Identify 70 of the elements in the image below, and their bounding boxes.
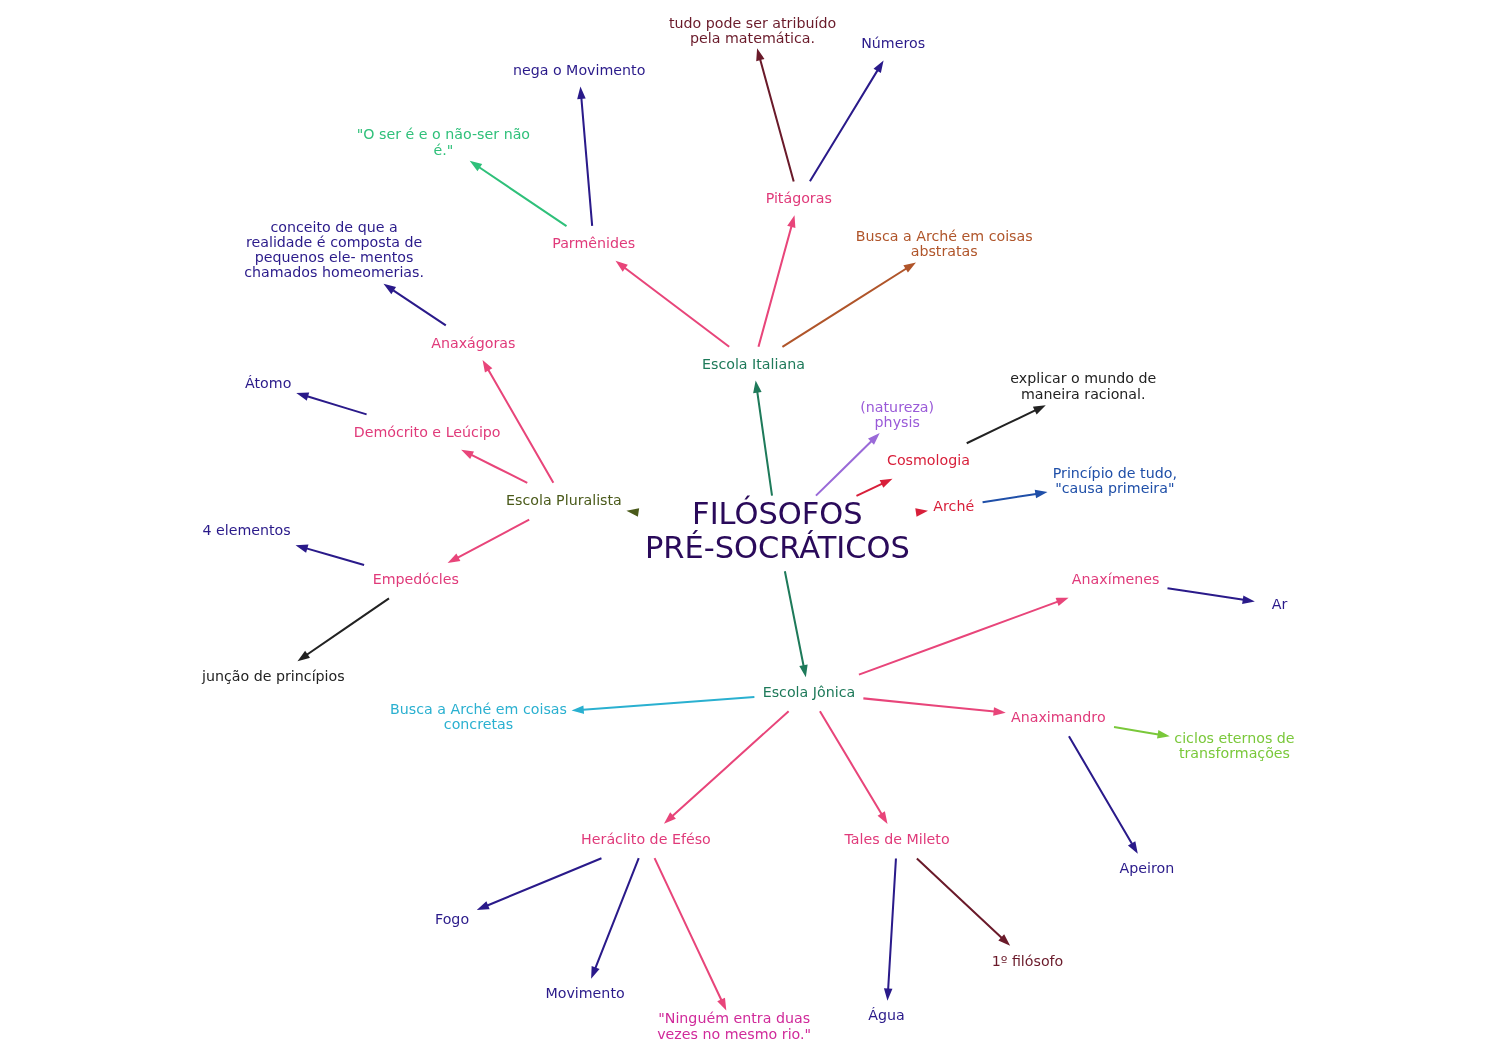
node-text: Números (860, 35, 925, 52)
node-text: Arché (932, 497, 974, 514)
arrow (469, 160, 567, 227)
arrow (576, 86, 593, 226)
node-text: junção de princípios (201, 668, 345, 685)
arrow (295, 544, 364, 566)
node-text: Princípio de tudo, "causa primeira" (1052, 464, 1177, 496)
node-text: Demócrito e Leúcipo (353, 423, 501, 440)
node-text: tudo pode ser atribuído pela matemática. (668, 14, 836, 47)
node-text: Empedócles (372, 570, 459, 587)
arrow (1113, 726, 1170, 739)
node-text: Tales de Mileto (843, 830, 950, 847)
node-text: Água (867, 1006, 905, 1023)
arrow (1067, 735, 1138, 854)
node-text: physis (874, 414, 920, 431)
node-text: Apeiron (1119, 860, 1174, 877)
arrow (482, 359, 554, 484)
node-text: Busca a Arché em coisas concretas (389, 700, 567, 732)
arrow (855, 478, 892, 497)
arrow (1166, 587, 1255, 604)
node-text: Movimento (544, 985, 625, 1002)
arrow (476, 857, 602, 910)
node-text: Busca a Arché em coisas abstratas (855, 227, 1033, 259)
node-text: conceito de que a realidade é composta de pequenos ele- mentos chamados homeomerias. (243, 218, 424, 281)
node-text: Anaximandro (1010, 708, 1106, 725)
node-text: Átomo (244, 375, 291, 392)
arrow (383, 283, 446, 327)
arrow (915, 857, 1010, 946)
node-text: "Ninguém entra duas vezes no mesmo rio." (656, 1010, 811, 1042)
arrow (862, 697, 1006, 716)
node-label: (natureza) (859, 399, 934, 416)
node-text: Escola Pluralista (505, 491, 622, 508)
node-text: Anaxímenes (1071, 571, 1159, 588)
node-text: "O ser é e o não-ser não é." (356, 126, 530, 158)
node-text: Cosmologia (886, 452, 970, 469)
node-text: explicar o mundo de maneira racional. (1009, 370, 1156, 402)
arrow (814, 433, 880, 497)
arrow (818, 710, 887, 824)
arrow (981, 489, 1047, 504)
arrow (296, 597, 390, 662)
arrow (808, 60, 884, 182)
arrow (757, 215, 795, 348)
node-text: Escola Italiana (701, 355, 805, 372)
node-text: ciclos eternos de transformações (1173, 730, 1295, 762)
arrow (460, 449, 528, 484)
node-text: Parmênides (551, 235, 635, 252)
node-text: Escola Jônica (762, 683, 855, 700)
node-text: FILÓSOFOS PRÉ-SOCRÁTICOS (644, 496, 910, 565)
arrow (663, 710, 789, 824)
node-text: 1º filósofo (991, 952, 1063, 969)
arrow (653, 857, 726, 1011)
arrow (781, 262, 916, 348)
node-text: Heráclito de Eféso (580, 830, 711, 847)
arrow (965, 405, 1046, 445)
arrow (883, 858, 897, 1001)
arrow (752, 380, 773, 496)
node-text: 4 elementos (201, 521, 291, 538)
arrow (295, 392, 367, 416)
node-text: nega o Movimento (512, 62, 645, 79)
node-text: Fogo (434, 910, 469, 927)
node-text: Anaxágoras (430, 334, 515, 351)
node-text: Ar (1271, 596, 1287, 613)
arrow (615, 260, 730, 348)
arrow (571, 695, 754, 714)
arrow (447, 518, 530, 563)
arrow (590, 857, 640, 979)
arrow (858, 597, 1069, 676)
node-text: Pitágoras (765, 190, 832, 207)
arrow (783, 571, 808, 678)
arrow (755, 48, 795, 182)
